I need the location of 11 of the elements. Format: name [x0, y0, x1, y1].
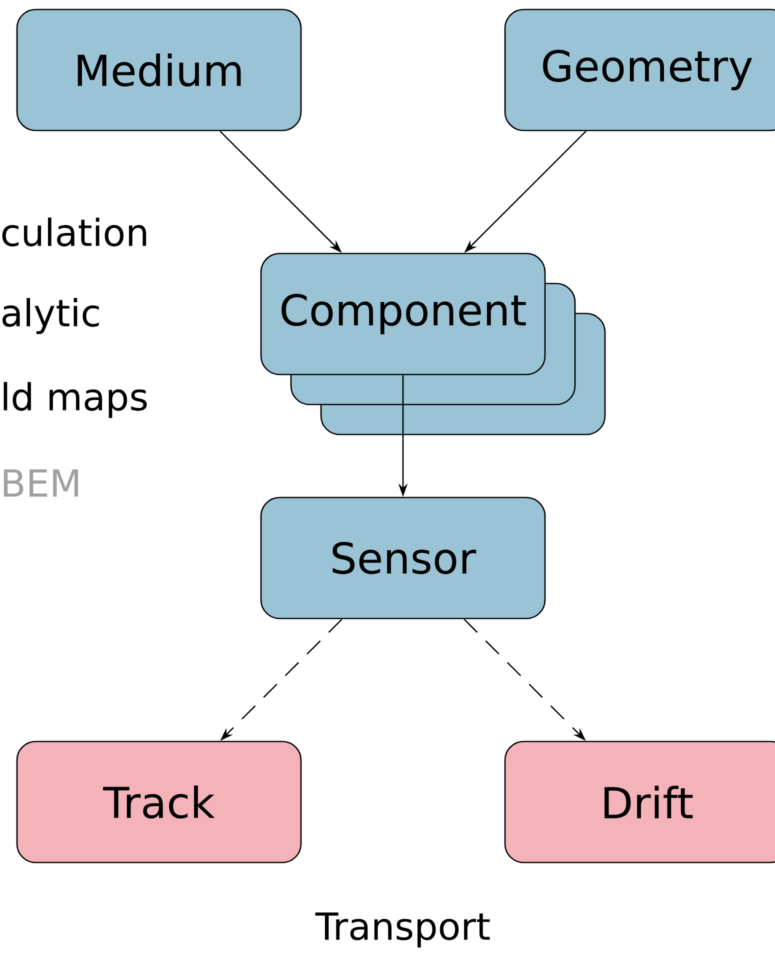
label: culation [2, 218, 146, 246]
label: Transport [315, 912, 490, 948]
process-box: Geometry [504, 8, 775, 132]
process-box: Track [16, 740, 302, 864]
label: ld maps [4, 382, 147, 418]
label: alytic [2, 298, 99, 334]
component-stack: Component [260, 252, 606, 436]
process-box: Medium [16, 8, 302, 132]
label: BEM [4, 469, 78, 497]
process-box: Sensor [260, 496, 546, 620]
process-box: Drift [504, 740, 775, 864]
